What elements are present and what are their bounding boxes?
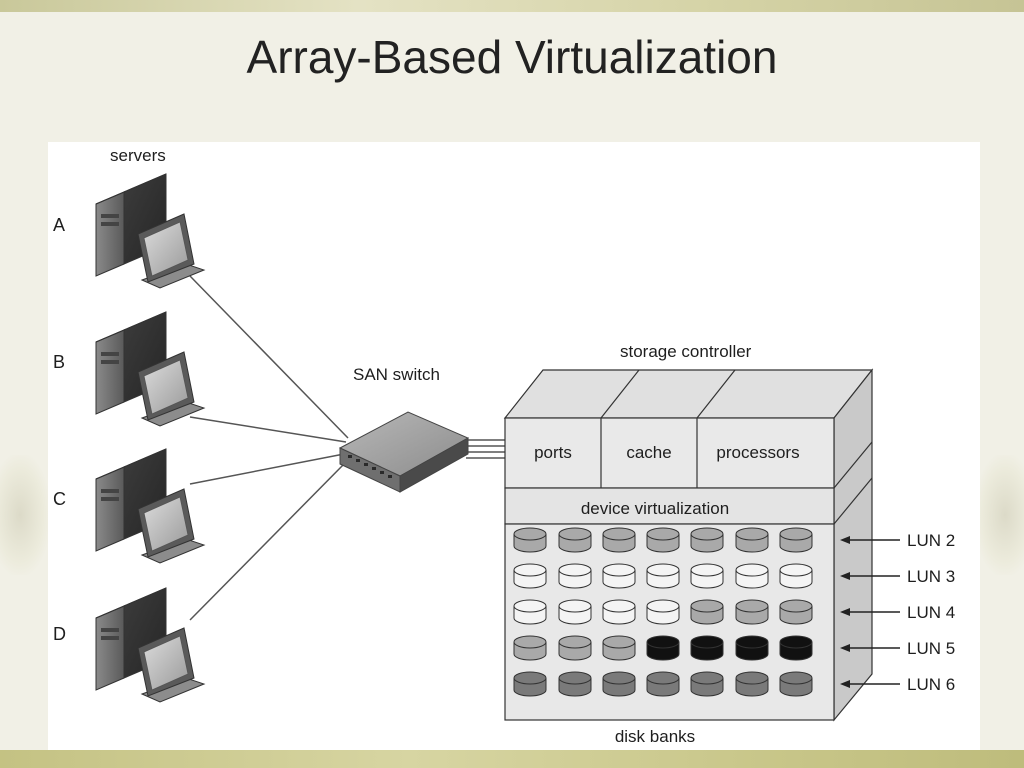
server-computer-icon [95,587,206,703]
disk-icon [558,671,592,697]
server-computer-icon [95,448,206,564]
top-decor-band [0,0,1024,12]
device-virtualization-label: device virtualization [581,499,729,518]
storage-cables [466,439,506,459]
disk-icon [735,635,769,661]
lun-arrow [840,536,900,544]
lun-label: LUN 4 [907,603,955,622]
disks-group [513,527,813,697]
disk-icon [779,563,813,589]
disk-icon [602,599,636,625]
left-decor-shape [0,455,50,575]
disk-icon [513,527,547,553]
server-computer-icon [95,311,206,427]
disk-icon [690,527,724,553]
servers-group [95,173,206,703]
disk-icon [690,671,724,697]
san-switch-label: SAN switch [353,365,440,384]
san-switch-icon [338,411,470,493]
disk-icon [513,599,547,625]
server-label-b: B [53,352,65,372]
disk-icon [779,635,813,661]
disk-icon [646,563,680,589]
right-decor-shape [975,455,1024,575]
disk-icon [558,563,592,589]
disk-icon [558,527,592,553]
lun-label: LUN 6 [907,675,955,694]
lun-labels-group: LUN 2 LUN 3 LUN 4 LUN 5 LUN 6 [840,531,955,694]
disk-icon [735,527,769,553]
server-label-a: A [53,215,65,235]
disk-icon [690,635,724,661]
disk-icon [558,635,592,661]
disk-icon [646,671,680,697]
disk-icon [779,527,813,553]
storage-array [503,368,874,722]
disk-icon [646,599,680,625]
bottom-decor-band [0,750,1024,768]
lun-label: LUN 3 [907,567,955,586]
server-cables [189,275,349,621]
ports-label: ports [534,443,572,462]
lun-label: LUN 2 [907,531,955,550]
disk-icon [602,527,636,553]
disk-icon [779,599,813,625]
disk-icon [513,635,547,661]
disk-icon [602,563,636,589]
lun-arrow [840,572,900,580]
disk-banks-label: disk banks [615,727,695,746]
diagram-image: servers SAN switch storage controller A … [48,142,980,750]
disk-icon [513,671,547,697]
disk-icon [690,563,724,589]
lun-arrow [840,644,900,652]
disk-icon [646,635,680,661]
disk-icon [735,671,769,697]
disk-icon [602,635,636,661]
processors-label: processors [716,443,799,462]
disk-icon [602,671,636,697]
lun-arrow [840,608,900,616]
disk-icon [513,563,547,589]
diagram-svg: servers SAN switch storage controller A … [53,146,955,746]
disk-icon [558,599,592,625]
cache-label: cache [626,443,671,462]
disk-icon [735,563,769,589]
server-label-c: C [53,489,66,509]
slide-title: Array-Based Virtualization [246,31,778,83]
servers-label: servers [110,146,166,165]
disk-icon [646,527,680,553]
disk-icon [735,599,769,625]
server-label-d: D [53,624,66,644]
lun-arrow [840,680,900,688]
disk-icon [690,599,724,625]
storage-controller-label: storage controller [620,342,752,361]
server-computer-icon [95,173,206,289]
lun-label: LUN 5 [907,639,955,658]
disk-icon [779,671,813,697]
